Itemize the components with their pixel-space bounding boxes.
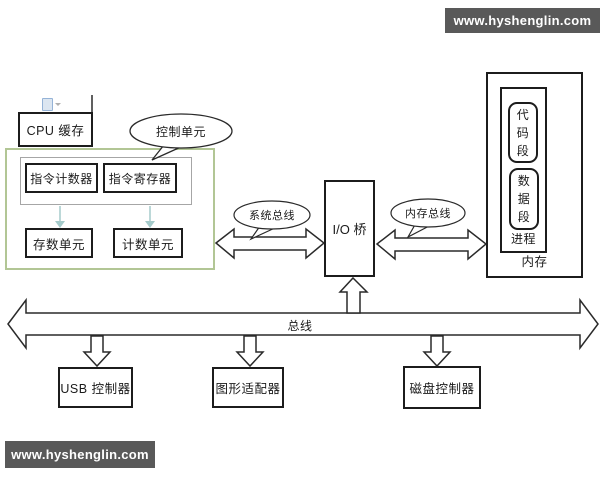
system-bus-label: 系统总线 xyxy=(249,210,295,222)
cpu-cache-box: CPU 缓存 xyxy=(18,112,93,147)
control-unit-label: 控制单元 xyxy=(155,124,206,139)
instruction-counter-box: 指令计数器 xyxy=(25,163,98,193)
usb-controller-label: USB 控制器 xyxy=(60,382,131,396)
bus-to-disk-arrow xyxy=(422,335,452,368)
memory-bus-bubble xyxy=(390,198,466,228)
graphics-adapter-box: 图形适配器 xyxy=(212,367,284,408)
register-group-box xyxy=(20,157,192,205)
count-unit-box: 计数单元 xyxy=(113,228,183,258)
instruction-counter-label: 指令计数器 xyxy=(30,171,93,186)
code-segment-label: 代码段 xyxy=(516,107,530,158)
memory-label: 内存 xyxy=(521,255,548,269)
instruction-register-label: 指令寄存器 xyxy=(108,171,172,186)
instruction-register-box: 指令寄存器 xyxy=(103,163,177,193)
process-label: 进程 xyxy=(510,232,536,246)
io-bridge-box: I/O 桥 xyxy=(324,180,375,277)
usb-controller-box: USB 控制器 xyxy=(58,367,133,408)
memory-bus-label: 内存总线 xyxy=(405,208,451,220)
system-bus-bubble xyxy=(233,200,311,230)
disk-controller-label: 磁盘控制器 xyxy=(409,382,475,396)
register-to-count-arrowhead xyxy=(145,221,155,228)
bus-to-usb-arrow xyxy=(82,335,112,368)
bus-to-graphics-arrow xyxy=(235,335,265,368)
data-segment-box: 数据段 xyxy=(509,168,539,230)
disk-controller-box: 磁盘控制器 xyxy=(403,366,481,409)
control-unit-bubble-tail xyxy=(151,144,184,161)
bus-to-iobridge-arrow xyxy=(338,276,369,314)
watermark-bottom-left: www.hyshenglin.com xyxy=(5,441,155,468)
counter-to-store-arrowhead xyxy=(55,221,65,228)
main-bus-arrow xyxy=(7,297,599,351)
data-segment-label: 数据段 xyxy=(517,174,531,224)
store-unit-label: 存数单元 xyxy=(32,237,85,252)
code-segment-box: 代码段 xyxy=(508,102,538,163)
document-icon xyxy=(42,98,61,111)
watermark-top-right: www.hyshenglin.com xyxy=(445,8,600,33)
count-unit-label: 计数单元 xyxy=(121,237,174,252)
io-bridge-label: I/O 桥 xyxy=(332,222,367,237)
control-unit-bubble xyxy=(129,113,233,149)
main-bus-label: 总线 xyxy=(287,318,313,333)
cpu-region-box xyxy=(5,148,215,270)
cpu-cache-label: CPU 缓存 xyxy=(26,124,85,138)
store-unit-box: 存数单元 xyxy=(25,228,93,258)
graphics-adapter-label: 图形适配器 xyxy=(215,382,281,396)
